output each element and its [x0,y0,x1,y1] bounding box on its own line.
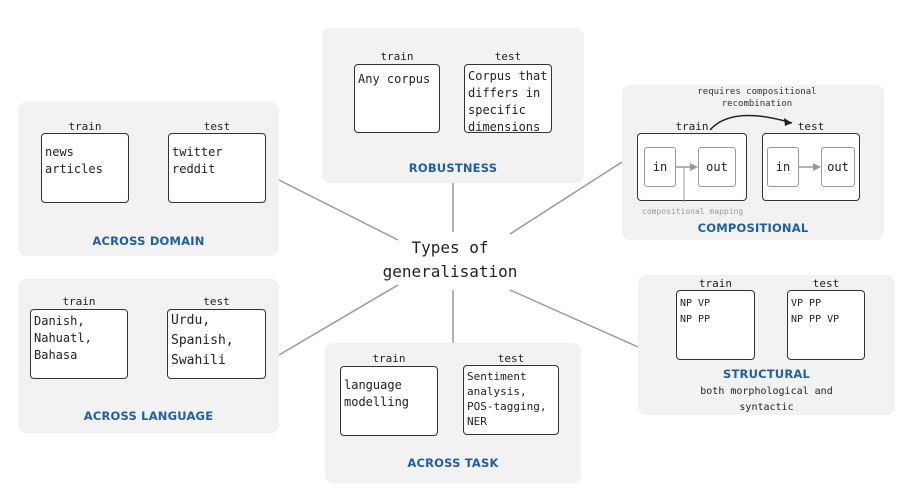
language-panel: train test Danish, Nahuatl, Bahasa Urdu,… [18,279,279,433]
compositional-test-out: out [821,147,855,187]
robustness-train-label: train [380,50,414,63]
language-title: ACROSS LANGUAGE [83,409,214,423]
task-test-box: Sentiment analysis, POS-tagging, NER [463,365,559,435]
task-title: ACROSS TASK [407,456,499,470]
connector-structural [509,289,639,348]
compositional-train-arrow [676,163,698,202]
compositional-test-box: in out [762,133,860,201]
structural-test-box: VP PP NP PP VP [787,290,865,360]
compositional-train-label: train [675,120,709,133]
compositional-mapping-label: compositional mapping [642,207,744,216]
center-title: Types of generalisation [382,238,518,281]
compositional-train-in: in [644,147,676,187]
compositional-note: requires compositional recombination [697,87,817,109]
task-test-label: test [497,352,525,365]
language-test-box: Urdu, Spanish, Swahili [167,309,266,379]
structural-train-box: NP VP NP PP [676,290,755,360]
recombination-arrow [709,114,793,131]
structural-test-label: test [812,277,840,290]
language-train-box: Danish, Nahuatl, Bahasa [30,309,128,379]
domain-train-box: news articles [41,133,129,203]
domain-panel: train test news articles twitter reddit … [18,102,279,256]
connector-language [278,284,399,356]
structural-description: both morphological and syntactic [700,386,833,413]
connector-domain [278,179,399,241]
compositional-train-out: out [698,147,736,187]
compositional-panel: requires compositional recombination tra… [622,85,884,240]
compositional-test-in: in [767,147,799,187]
task-train-label: train [372,352,406,365]
language-test-label: test [203,295,230,308]
robustness-panel: train test Any corpus Corpus that differ… [322,28,584,183]
connector-compositional [509,161,623,235]
domain-title: ACROSS DOMAIN [92,234,205,248]
compositional-train-box: in out [637,133,747,202]
domain-train-label: train [68,120,102,133]
robustness-test-label: test [494,50,522,63]
language-train-label: train [62,295,96,308]
domain-test-label: test [203,120,231,133]
robustness-title: ROBUSTNESS [408,161,498,175]
compositional-test-label: test [797,120,825,133]
structural-panel: train test NP VP NP PP VP PP NP PP VP ST… [638,275,895,415]
domain-test-box: twitter reddit [168,133,266,203]
task-train-box: language modelling [340,366,438,436]
robustness-train-box: Any corpus [354,64,440,133]
compositional-test-arrow [799,163,821,171]
robustness-test-box: Corpus that differs in specific dimensio… [464,64,552,134]
structural-title: STRUCTURAL [722,367,811,381]
compositional-title: COMPOSITIONAL [697,221,809,235]
structural-train-label: train [698,277,733,290]
task-panel: train test language modelling Sentiment … [325,343,581,483]
